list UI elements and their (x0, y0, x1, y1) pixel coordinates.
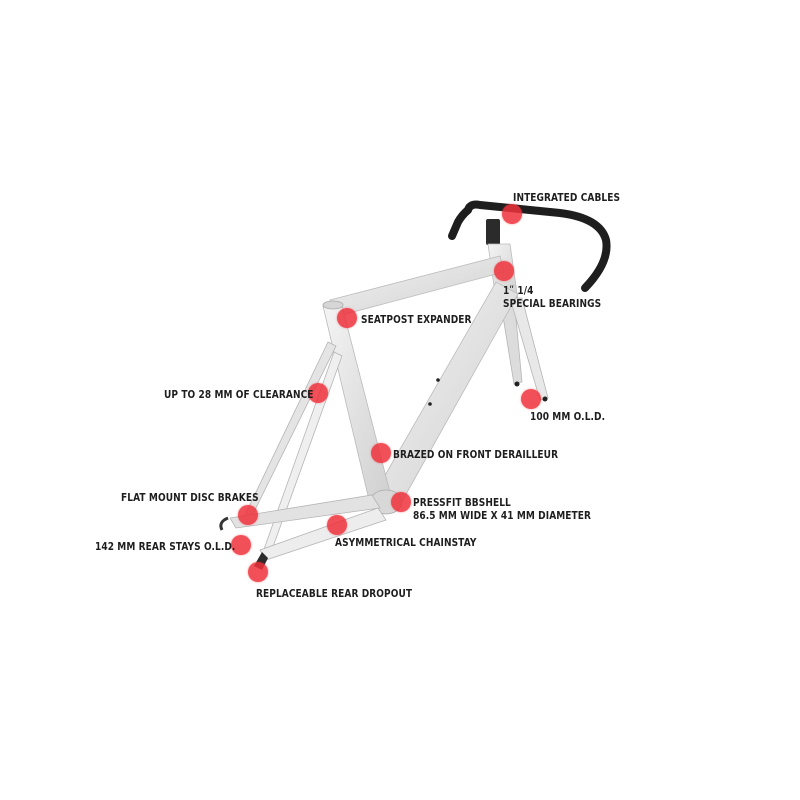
fork (499, 297, 549, 402)
label-bbshell-title: PRESSFIT BBSHELL (413, 496, 511, 509)
callout-dot-fork-old (521, 389, 541, 409)
callout-dot-special-bearings (494, 261, 514, 281)
callout-dot-seatpost-expander (337, 308, 357, 328)
label-fork-old: 100 MM O.L.D. (530, 410, 606, 423)
label-disc-brakes: FLAT MOUNT DISC BRAKES (121, 491, 259, 504)
label-integrated-cables: INTEGRATED CABLES (513, 191, 621, 204)
label-asymmetrical-chainstay: ASYMMETRICAL CHAINSTAY (335, 536, 477, 549)
callout-dot-clearance (308, 383, 328, 403)
handlebar (448, 200, 611, 292)
callout-dot-rear-stays-old (231, 535, 251, 555)
label-bbshell: PRESSFIT BBSHELL 86.5 MM WIDE X 41 MM DI… (413, 496, 591, 522)
callout-dot-asymmetrical-chainstay (327, 515, 347, 535)
label-rear-stays-old: 142 MM REAR STAYS O.L.D. (95, 540, 236, 553)
label-special-bearings-size: 1ʺ 1/4 (503, 284, 534, 297)
label-special-bearings: 1ʺ 1/4 SPECIAL BEARINGS (503, 284, 601, 310)
callout-dot-bbshell (391, 492, 411, 512)
callout-dot-disc-brakes (238, 505, 258, 525)
callout-dot-rear-dropout (248, 562, 268, 582)
label-special-bearings-text: SPECIAL BEARINGS (503, 297, 602, 310)
label-front-derailleur: BRAZED ON FRONT DERAILLEUR (393, 448, 559, 461)
label-rear-dropout: REPLACEABLE REAR DROPOUT (256, 587, 413, 600)
callout-dot-integrated-cables (502, 204, 522, 224)
label-bbshell-dims: 86.5 MM WIDE X 41 MM DIAMETER (413, 509, 592, 522)
label-clearance: UP TO 28 MM OF CLEARANCE (164, 388, 314, 401)
label-seatpost-expander: SEATPOST EXPANDER (361, 313, 472, 326)
callout-dot-front-derailleur (371, 443, 391, 463)
